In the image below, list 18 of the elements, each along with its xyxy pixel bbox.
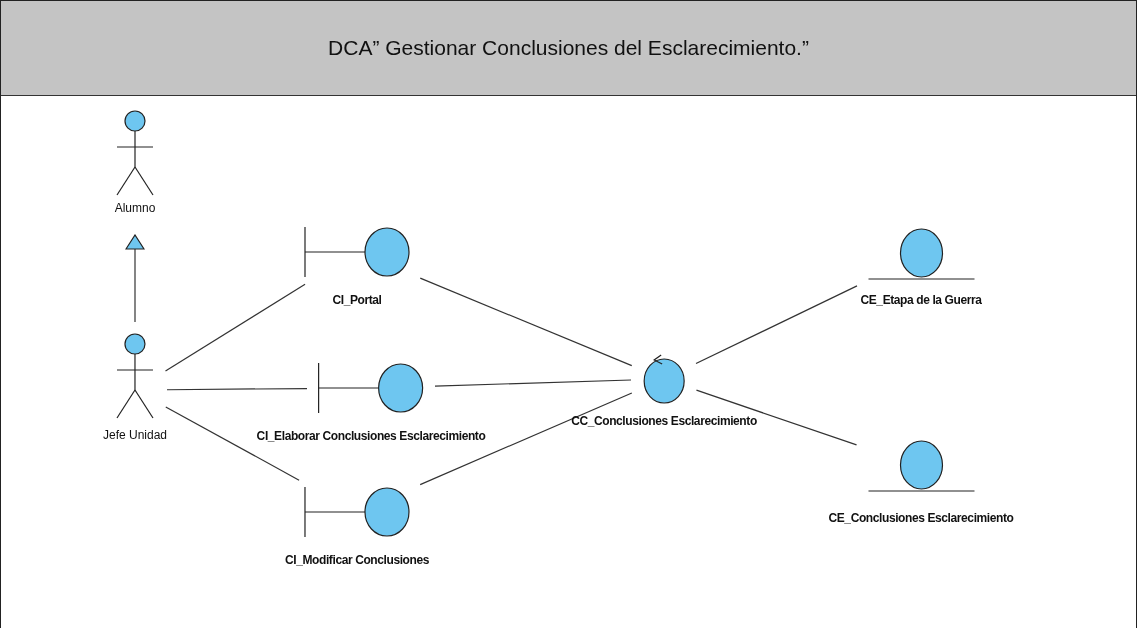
- node-label: CI_Modificar Conclusiones: [285, 553, 429, 567]
- connector-line: [165, 406, 300, 481]
- node-label: CI_Elaborar Conclusiones Esclarecimiento: [256, 429, 486, 443]
- connector-line: [434, 379, 632, 387]
- arrow: [125, 234, 145, 323]
- connector-line: [695, 285, 858, 365]
- node-label: CE_Conclusiones Esclarecimiento: [828, 511, 1014, 525]
- connector-line: [419, 277, 633, 367]
- node-label: Alumno: [114, 201, 156, 215]
- node-label: CI_Portal: [332, 293, 382, 307]
- node-label: Jefe Unidad: [103, 428, 167, 442]
- connector-line: [419, 392, 633, 486]
- connector-line: [166, 387, 308, 391]
- diagram-title: DCA” Gestionar Conclusiones del Esclarecimiento.”: [328, 36, 809, 60]
- connector-line: [164, 283, 306, 372]
- node-label: CE_Etapa de la Guerra: [860, 293, 982, 307]
- node-label: CC_Conclusiones Esclarecimiento: [571, 414, 757, 428]
- connector-line: [695, 389, 858, 446]
